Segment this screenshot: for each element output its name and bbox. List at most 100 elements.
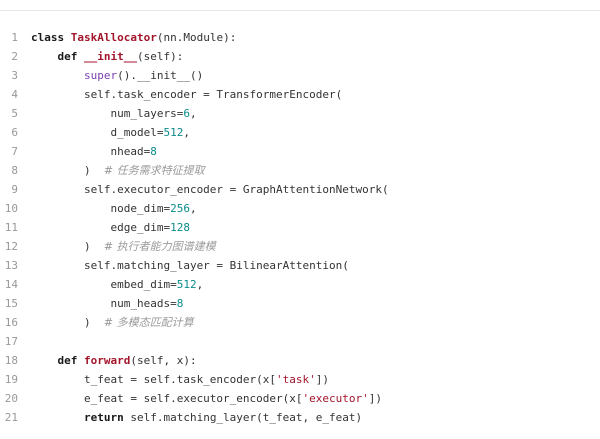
code-token-def: __init__ bbox=[84, 50, 137, 63]
line-number: 14 bbox=[4, 278, 18, 291]
code-token-plain: self.task_encoder = TransformerEncoder( bbox=[31, 88, 343, 101]
code-token-plain: nhead= bbox=[31, 145, 151, 158]
line-number: 9 bbox=[11, 183, 18, 196]
code-token-plain: , bbox=[196, 278, 204, 291]
line-code: ) # 多模态匹配计算 bbox=[31, 313, 194, 332]
line-code: ) # 执行者能力图谱建模 bbox=[31, 237, 216, 256]
code-token-keyword: class bbox=[31, 31, 71, 44]
line-code: edge_dim=128 bbox=[31, 218, 190, 237]
line-number: 11 bbox=[4, 221, 18, 234]
code-line: 21 return self.matching_layer(t_feat, e_… bbox=[0, 408, 600, 427]
line-number: 21 bbox=[4, 411, 18, 424]
code-token-plain: e_feat = self.executor_encoder(x[ bbox=[31, 392, 303, 405]
code-token-plain: t_feat = self.task_encoder(x[ bbox=[31, 373, 277, 386]
line-number: 2 bbox=[11, 50, 18, 63]
line-number: 6 bbox=[11, 126, 18, 139]
line-number: 3 bbox=[11, 69, 18, 82]
code-token-plain bbox=[31, 354, 58, 367]
code-line: 13 self.matching_layer = BilinearAttenti… bbox=[0, 256, 600, 275]
code-line: 6 d_model=512, bbox=[0, 123, 600, 142]
code-token-keyword: def bbox=[57, 354, 84, 367]
line-code: ) # 任务需求特征提取 bbox=[31, 161, 205, 180]
code-token-keyword: def bbox=[57, 50, 84, 63]
code-line: 7 nhead=8 bbox=[0, 142, 600, 161]
code-line: 4 self.task_encoder = TransformerEncoder… bbox=[0, 85, 600, 104]
code-token-def: forward bbox=[84, 354, 131, 367]
code-token-number: 8 bbox=[150, 145, 157, 158]
line-code: node_dim=256, bbox=[31, 199, 197, 218]
code-token-number: 256 bbox=[170, 202, 190, 215]
code-token-plain: ) bbox=[31, 240, 104, 253]
line-number: 18 bbox=[4, 354, 18, 367]
line-code: nhead=8 bbox=[31, 142, 157, 161]
code-token-comment: # 任务需求特征提取 bbox=[103, 164, 205, 177]
line-number: 19 bbox=[4, 373, 18, 386]
code-token-plain: ().__init__() bbox=[117, 69, 204, 82]
line-code: def forward(self, x): bbox=[31, 351, 197, 370]
code-token-plain: ]) bbox=[315, 373, 330, 386]
code-token-plain: , bbox=[189, 202, 197, 215]
code-line: 5 num_layers=6, bbox=[0, 104, 600, 123]
line-code: num_heads=8 bbox=[31, 294, 183, 313]
code-token-string: 'task' bbox=[276, 373, 316, 386]
code-token-plain bbox=[31, 50, 58, 63]
line-number: 13 bbox=[4, 259, 18, 272]
code-token-plain: self.executor_encoder = GraphAttentionNe… bbox=[31, 183, 389, 196]
code-token-plain: ]) bbox=[368, 392, 383, 405]
code-token-keyword: return bbox=[83, 411, 131, 424]
code-line: 2 def __init__(self): bbox=[0, 47, 600, 66]
line-code: class TaskAllocator(nn.Module): bbox=[31, 28, 236, 47]
code-token-def: TaskAllocator bbox=[70, 31, 157, 44]
line-code: self.matching_layer = BilinearAttention( bbox=[31, 256, 349, 275]
line-number: 8 bbox=[11, 164, 18, 177]
code-line: 15 num_heads=8 bbox=[0, 294, 600, 313]
line-code: self.task_encoder = TransformerEncoder( bbox=[31, 85, 342, 104]
code-token-plain: ) bbox=[31, 164, 104, 177]
line-number: 1 bbox=[11, 31, 18, 44]
code-token-number: 512 bbox=[163, 126, 184, 139]
code-token-plain: edge_dim= bbox=[31, 221, 171, 234]
code-token-plain: ) bbox=[31, 316, 104, 329]
code-token-plain: self.matching_layer(t_feat, e_feat) bbox=[130, 411, 363, 424]
line-number: 17 bbox=[4, 335, 18, 348]
code-token-plain: self.matching_layer = BilinearAttention( bbox=[31, 259, 349, 272]
line-number: 5 bbox=[11, 107, 18, 120]
code-line: 12 ) # 执行者能力图谱建模 bbox=[0, 237, 600, 256]
code-token-plain: embed_dim= bbox=[31, 278, 177, 291]
line-number: 20 bbox=[4, 392, 18, 405]
code-token-plain: d_model= bbox=[31, 126, 164, 139]
code-token-number: 512 bbox=[176, 278, 197, 291]
line-number: 12 bbox=[4, 240, 18, 253]
code-token-string: 'executor' bbox=[302, 392, 369, 405]
line-code: self.executor_encoder = GraphAttentionNe… bbox=[31, 180, 389, 199]
code-line: 17 bbox=[0, 332, 600, 351]
code-token-plain: num_layers= bbox=[31, 107, 184, 120]
code-token-plain: (self): bbox=[136, 50, 184, 63]
code-token-plain: (nn.Module): bbox=[156, 31, 237, 44]
code-token-plain: , bbox=[189, 107, 197, 120]
line-code: embed_dim=512, bbox=[31, 275, 203, 294]
code-line: 16 ) # 多模态匹配计算 bbox=[0, 313, 600, 332]
code-token-comment: # 执行者能力图谱建模 bbox=[103, 240, 216, 253]
line-number: 4 bbox=[11, 88, 18, 101]
code-line: 18 def forward(self, x): bbox=[0, 351, 600, 370]
code-line: 8 ) # 任务需求特征提取 bbox=[0, 161, 600, 180]
code-line: 1 class TaskAllocator(nn.Module): bbox=[0, 28, 600, 47]
line-number: 7 bbox=[11, 145, 18, 158]
code-line: 11 edge_dim=128 bbox=[0, 218, 600, 237]
code-line: 14 embed_dim=512, bbox=[0, 275, 600, 294]
code-token-number: 128 bbox=[170, 221, 190, 234]
line-number: 15 bbox=[4, 297, 18, 310]
code-token-number: 8 bbox=[176, 297, 184, 310]
line-code: t_feat = self.task_encoder(x['task']) bbox=[31, 370, 329, 389]
line-code: num_layers=6, bbox=[31, 104, 197, 123]
line-number: 16 bbox=[4, 316, 18, 329]
line-code: return self.matching_layer(t_feat, e_fea… bbox=[31, 408, 362, 427]
code-token-plain bbox=[31, 69, 84, 82]
code-token-builtin: super bbox=[83, 69, 118, 82]
line-code: def __init__(self): bbox=[31, 47, 184, 66]
code-token-plain: num_heads= bbox=[31, 297, 177, 310]
code-token-plain bbox=[31, 411, 84, 424]
line-code: super().__init__() bbox=[31, 66, 203, 85]
